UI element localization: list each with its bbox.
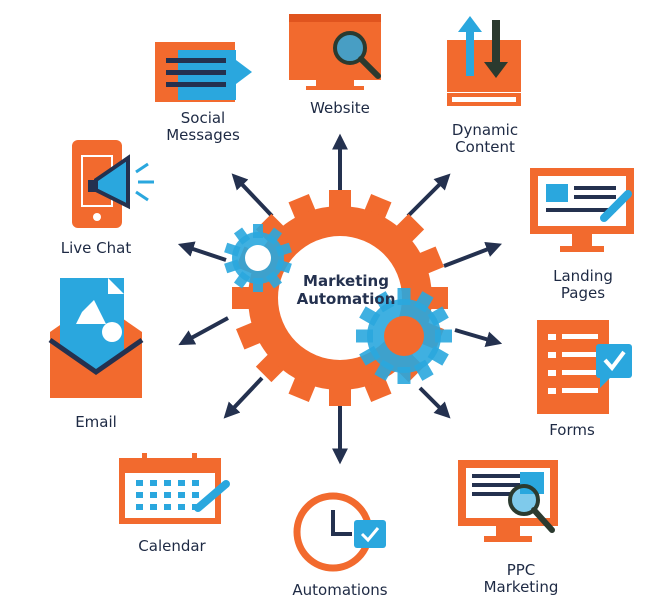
monitor-search-icon xyxy=(289,14,381,90)
arrow-live-chat xyxy=(177,241,227,262)
small-gear-right-icon xyxy=(356,288,452,384)
center-title-line-2: Automation xyxy=(296,290,396,308)
node-label-ppc-marketing: PPC Marketing xyxy=(483,561,559,596)
arrow-calendar xyxy=(223,376,264,419)
arrow-ppc xyxy=(418,386,451,419)
arrow-dynamic-content xyxy=(406,173,451,218)
phone-megaphone-icon xyxy=(72,140,154,228)
arrow-forms xyxy=(454,328,503,347)
node-label-social-messages: Social Messages xyxy=(166,109,240,144)
node-label-automations: Automations xyxy=(292,581,388,599)
small-gear-left-icon xyxy=(224,224,292,292)
center-title-line-1: Marketing xyxy=(303,272,389,290)
node-label-live-chat: Live Chat xyxy=(60,239,132,257)
node-label-calendar: Calendar xyxy=(138,537,206,555)
node-label-email: Email xyxy=(75,413,117,431)
form-check-icon xyxy=(537,320,632,414)
clock-check-icon xyxy=(293,492,386,572)
node-label-forms: Forms xyxy=(549,421,595,439)
arrow-social xyxy=(231,173,274,218)
up-down-arrows-icon xyxy=(447,16,521,106)
envelope-icon xyxy=(48,278,144,398)
node-label-landing-pages: Landing Pages xyxy=(553,267,613,302)
arrows xyxy=(177,133,503,465)
node-label-dynamic-content: Dynamic Content xyxy=(451,121,519,156)
monitor-magnifier-icon xyxy=(458,460,558,542)
arrow-email xyxy=(178,316,229,346)
arrow-landing-pages xyxy=(443,241,502,268)
chat-bubble-icon xyxy=(155,42,252,102)
node-label-website: Website xyxy=(310,99,370,117)
center-title: Marketing Automation xyxy=(297,272,396,308)
calendar-icon xyxy=(119,453,230,524)
monitor-page-icon xyxy=(530,168,634,252)
